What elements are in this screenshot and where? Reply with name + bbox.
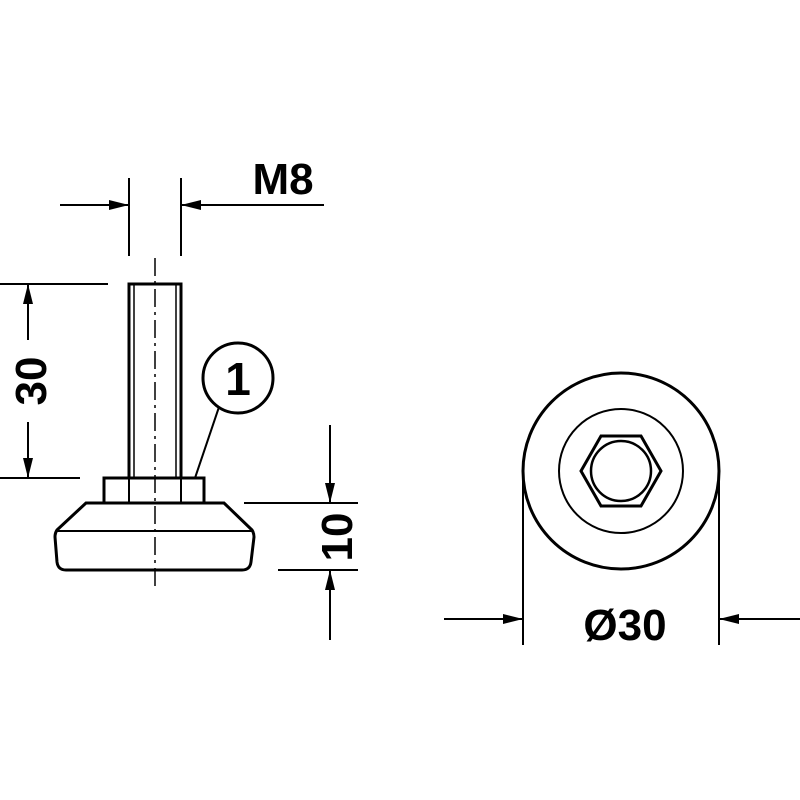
- hex-nut: [102, 476, 206, 505]
- outer-base-circle: [521, 371, 721, 571]
- thread-bore-circle: [589, 439, 653, 503]
- base-height-label: 10: [313, 513, 362, 562]
- callout-leader: [194, 406, 220, 479]
- top-view: [521, 371, 721, 571]
- thread-dimension: [60, 178, 324, 256]
- callout-number: 1: [225, 353, 251, 405]
- side-view: [53, 258, 256, 590]
- callout-circle: [201, 341, 275, 415]
- thread-height-label: 30: [7, 357, 56, 406]
- callout: [194, 341, 275, 479]
- diameter-label: Ø30: [583, 601, 666, 650]
- diameter-dimension: [444, 471, 800, 645]
- base-pad: [53, 501, 256, 572]
- hex-nut-top: [579, 434, 663, 508]
- inner-step-circle: [558, 408, 684, 534]
- base-height-dimension: [244, 425, 358, 640]
- thread-height-dimension: [0, 283, 108, 479]
- thread-size-label: M8: [252, 155, 313, 204]
